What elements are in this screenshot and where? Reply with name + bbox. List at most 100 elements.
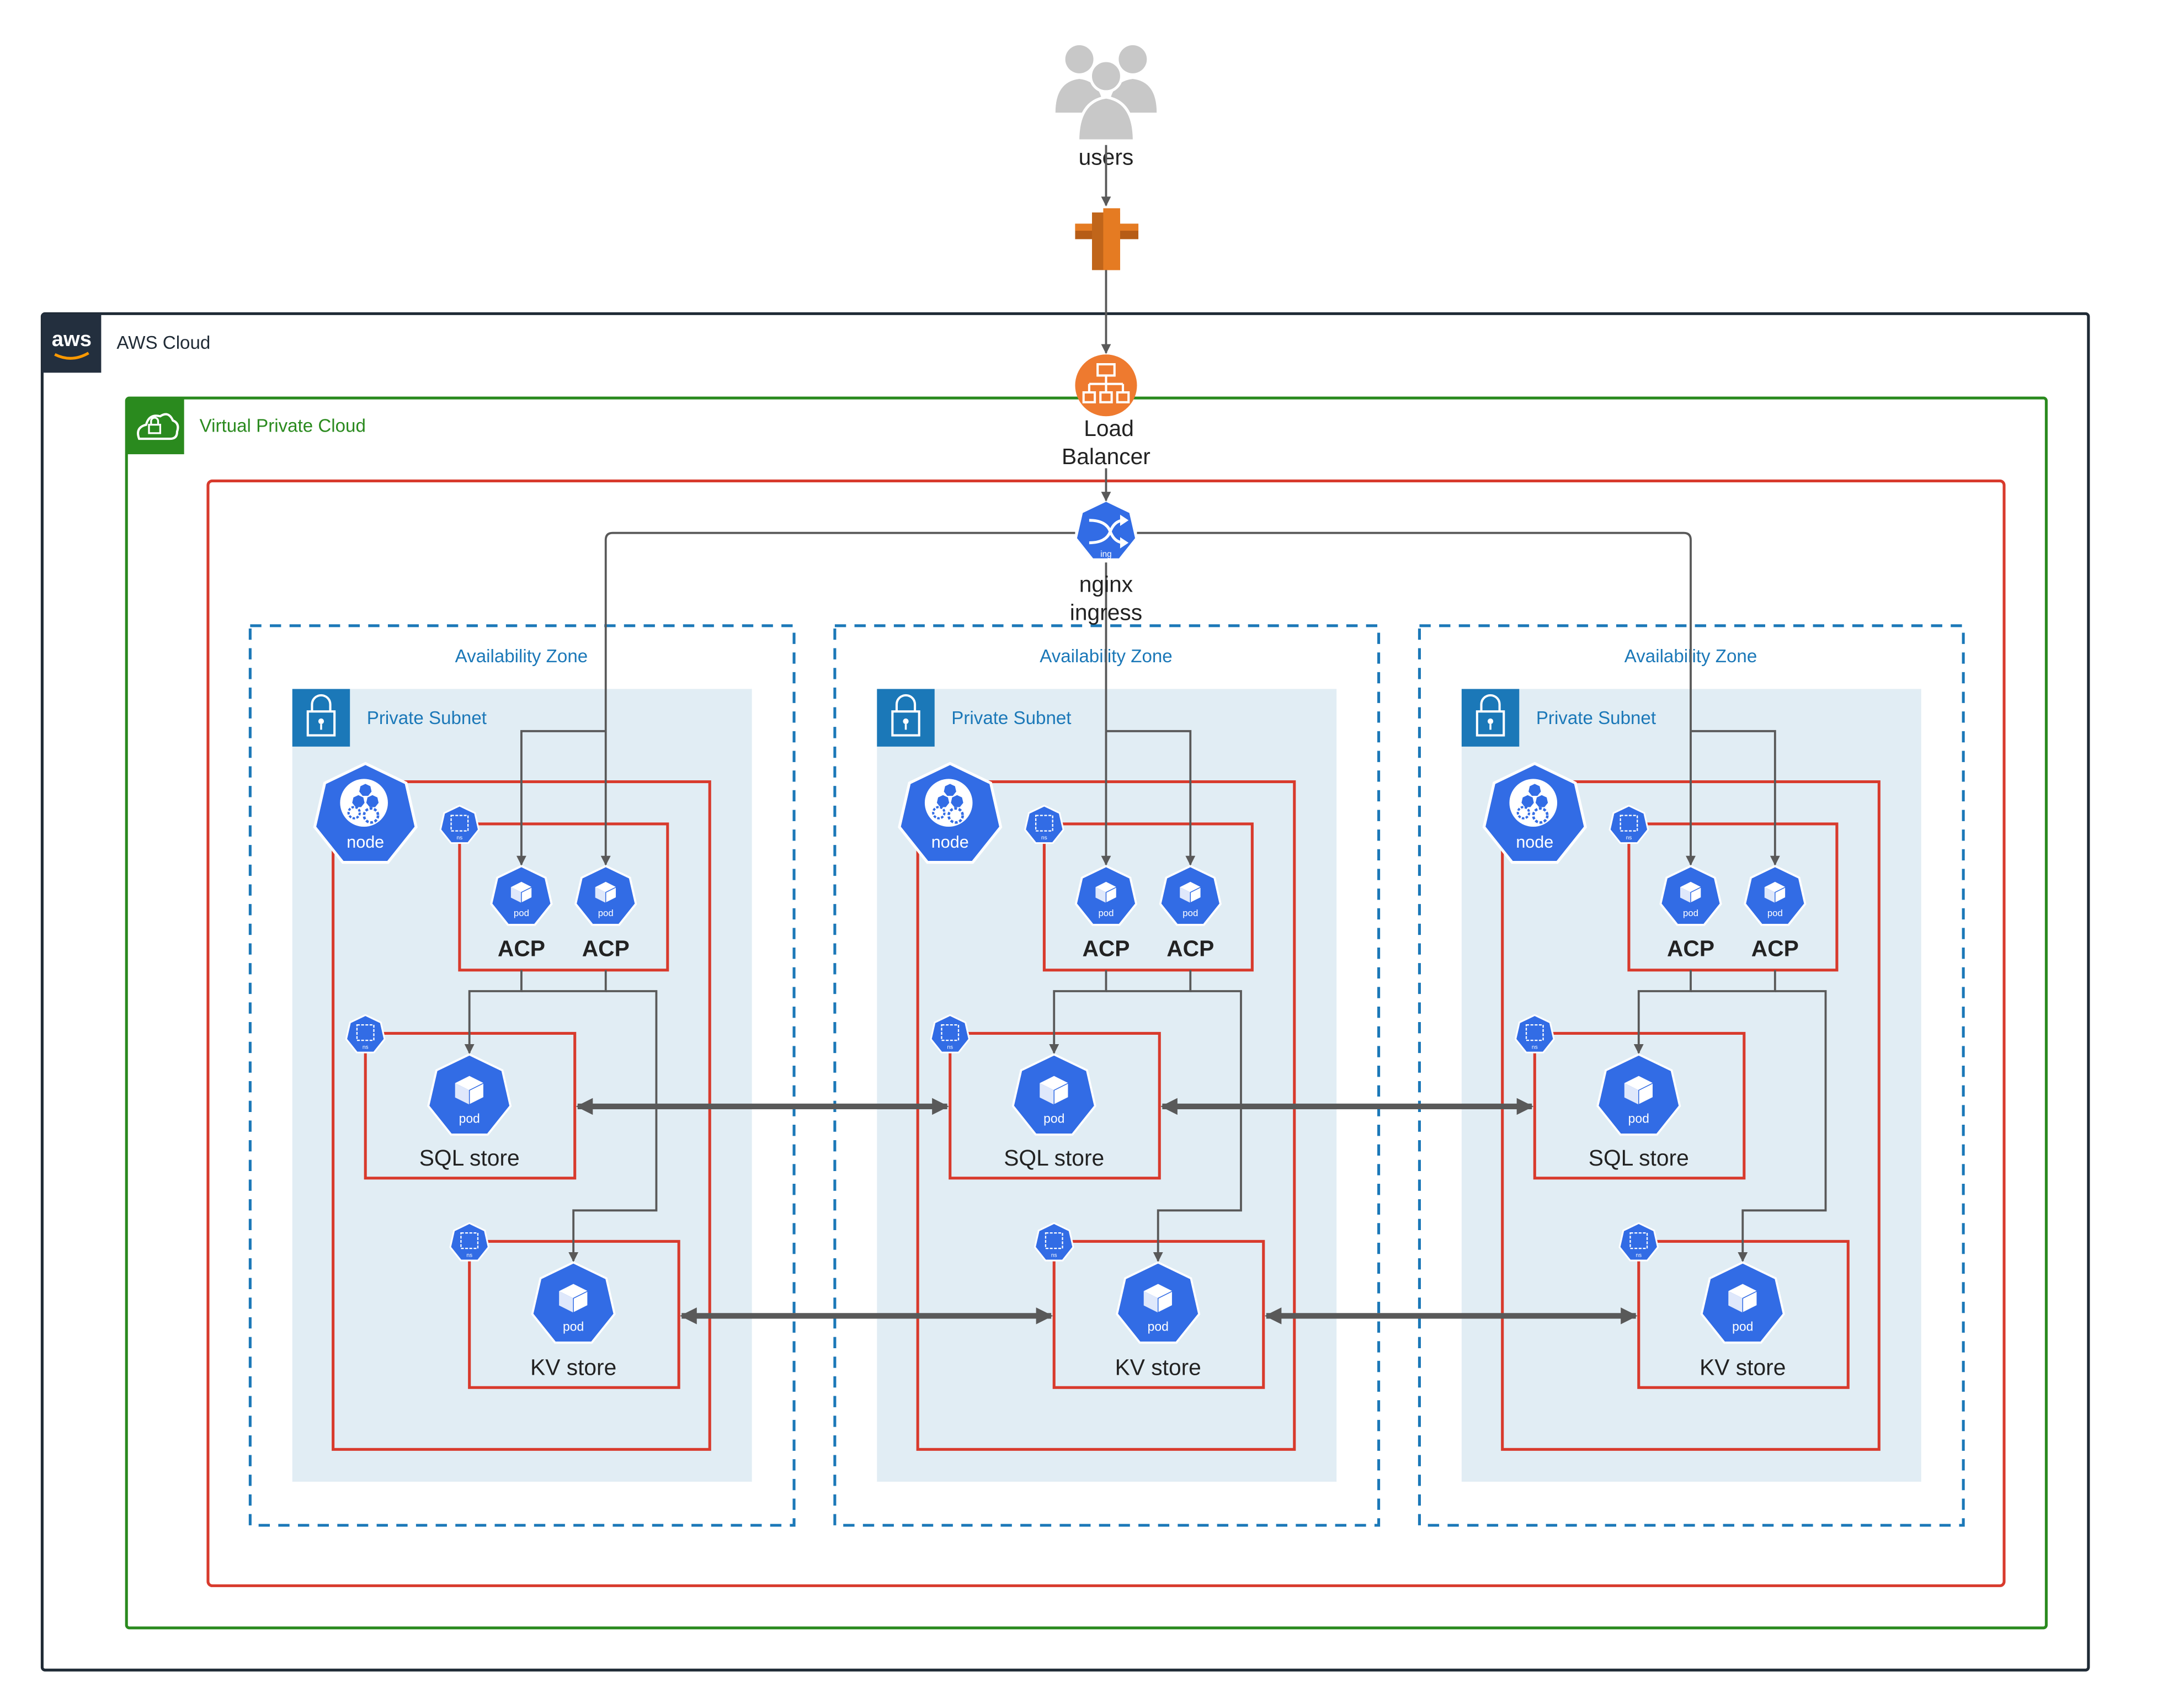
acp-namespace	[1042, 822, 1254, 972]
node-label: node	[931, 833, 969, 852]
pod-badge: pod	[598, 908, 614, 918]
namespace-icon: ns	[1608, 805, 1649, 844]
acp-to-sql	[464, 970, 523, 1054]
availability-zone-border	[248, 624, 796, 1527]
acp-label: ACP	[1667, 935, 1714, 961]
aws-logo-icon: aws	[42, 313, 102, 373]
users-group-icon	[1055, 45, 1157, 142]
node-label: node	[1516, 833, 1553, 852]
private-subnet-label: Private Subnet	[951, 708, 1071, 728]
route-to-acp-2	[1106, 730, 1196, 866]
ingress-badge: ing	[1100, 550, 1111, 559]
namespace-badge: ns	[1041, 835, 1047, 841]
ingress-bus-right	[1137, 531, 1692, 731]
vpc-cloud-icon	[126, 398, 184, 455]
acp-pod-icon: pod	[1074, 865, 1138, 926]
node-icon: node	[898, 762, 1003, 864]
users-group: users	[1055, 45, 1157, 169]
acp-to-kv	[1153, 990, 1242, 1262]
kv-store-label: KV store	[530, 1354, 616, 1380]
pod-badge: pod	[1148, 1319, 1169, 1333]
private-subnet-label: Private Subnet	[367, 708, 487, 728]
namespace-badge: ns	[363, 1044, 369, 1050]
namespace-icon: ns	[1618, 1222, 1659, 1262]
acp-namespace	[1627, 822, 1839, 972]
pod-badge: pod	[1182, 908, 1198, 918]
namespace-badge: ns	[1532, 1044, 1538, 1050]
ingress-label-line1: nginx	[1079, 572, 1133, 597]
kv-pod-icon: pod	[1700, 1261, 1785, 1344]
namespace-icon: ns	[439, 805, 480, 844]
subnet-lock-icon	[877, 689, 935, 747]
node-label: node	[347, 833, 384, 852]
availability-zone-border	[1418, 624, 1965, 1527]
namespace-badge: ns	[947, 1044, 953, 1050]
load-balancer: Load Balancer	[1062, 354, 1150, 469]
pod-badge: pod	[514, 908, 529, 918]
namespace-icon: ns	[345, 1014, 386, 1054]
acp-pod-icon: pod	[1744, 865, 1807, 926]
pod-badge: pod	[1628, 1111, 1649, 1125]
namespace-icon: ns	[930, 1014, 971, 1054]
pod-badge: pod	[1767, 908, 1783, 918]
route-to-acp-1	[516, 730, 606, 866]
load-balancer-label-line2: Balancer	[1062, 444, 1150, 469]
namespace-icon: ns	[449, 1222, 490, 1262]
aws-cloud-label: AWS Cloud	[116, 333, 210, 353]
acp-label: ACP	[1082, 935, 1130, 961]
node-icon: node	[1482, 762, 1587, 864]
vpc-label: Virtual Private Cloud	[200, 416, 366, 436]
acp-pod-icon: pod	[1659, 865, 1722, 926]
pod-badge: pod	[1732, 1319, 1753, 1333]
namespace-badge: ns	[456, 835, 462, 841]
route-to-acp-2	[1691, 730, 1780, 866]
nginx-ingress: ing nginx ingress	[1070, 499, 1142, 625]
acp-label: ACP	[1751, 935, 1799, 961]
namespace-badge: ns	[466, 1252, 472, 1258]
namespace-badge: ns	[1051, 1252, 1057, 1258]
acp-to-sql	[1633, 970, 1692, 1054]
sql-pod-icon: pod	[427, 1053, 512, 1136]
node-icon: node	[313, 762, 418, 864]
namespace-icon: ns	[1034, 1222, 1074, 1262]
acp-namespace	[458, 822, 669, 972]
subnet-lock-icon	[1461, 689, 1520, 747]
acp-label: ACP	[498, 935, 545, 961]
availability-zone-label: Availability Zone	[455, 646, 588, 667]
aws-cloud-group: aws AWS Cloud	[40, 312, 2090, 1672]
kv-store-label: KV store	[1700, 1354, 1786, 1380]
pod-badge: pod	[1043, 1111, 1064, 1125]
kv-pod-icon: pod	[531, 1261, 616, 1344]
aws-logo-text: aws	[52, 327, 92, 351]
acp-to-sql	[1049, 970, 1107, 1054]
aws-cloud-border	[40, 312, 2090, 1672]
acp-pod-icon: pod	[1159, 865, 1222, 926]
acp-pod-icon: pod	[490, 865, 553, 926]
sql-pod-icon: pod	[1011, 1053, 1096, 1136]
kv-store-label: KV store	[1115, 1354, 1201, 1380]
private-subnet-label: Private Subnet	[1536, 708, 1656, 728]
namespace-icon: ns	[1514, 1014, 1555, 1054]
namespace-badge: ns	[1626, 835, 1632, 841]
sql-store-label: SQL store	[1589, 1145, 1689, 1171]
availability-zone-border	[833, 624, 1381, 1527]
pod-badge: pod	[563, 1319, 584, 1333]
kv-pod-icon: pod	[1116, 1261, 1201, 1344]
pod-badge: pod	[1098, 908, 1114, 918]
load-balancer-label-line1: Load	[1084, 416, 1134, 441]
pod-badge: pod	[1683, 908, 1698, 918]
acp-to-kv	[1738, 990, 1827, 1262]
acp-to-kv	[568, 990, 658, 1262]
namespace-badge: ns	[1636, 1252, 1642, 1258]
sql-store-label: SQL store	[419, 1145, 520, 1171]
sql-store-label: SQL store	[1004, 1145, 1104, 1171]
acp-label: ACP	[582, 935, 630, 961]
ingress-bus-left	[604, 531, 1075, 731]
ingress-label-line2: ingress	[1070, 600, 1142, 625]
acp-label: ACP	[1166, 935, 1214, 961]
connections-layer	[464, 531, 1827, 1324]
acp-pod-icon: pod	[574, 865, 637, 926]
pod-badge: pod	[459, 1111, 480, 1125]
